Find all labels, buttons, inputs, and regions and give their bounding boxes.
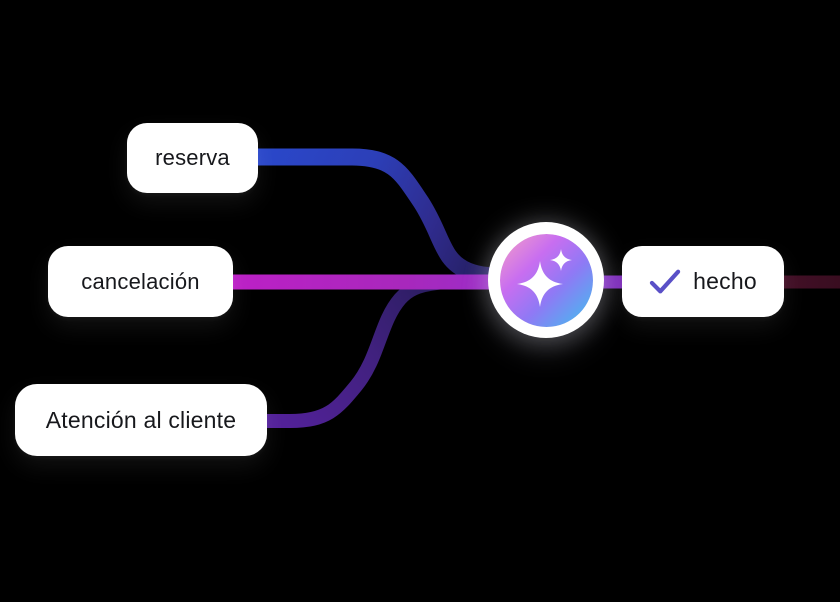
node-reserva[interactable]: reserva	[127, 123, 258, 193]
node-cancelacion[interactable]: cancelación	[48, 246, 233, 317]
ai-processor-button[interactable]	[488, 222, 604, 338]
node-hecho[interactable]: hecho	[622, 246, 784, 317]
sparkles-icon	[499, 233, 593, 327]
check-icon	[649, 269, 681, 293]
node-atencion-label: Atención al cliente	[45, 406, 237, 433]
sparkle-large	[516, 260, 563, 307]
sparkle-small	[549, 248, 572, 271]
node-hecho-label: hecho	[693, 268, 757, 294]
node-reserva-label: reserva	[155, 145, 230, 170]
node-cancelacion-label: cancelación	[81, 268, 200, 294]
node-atencion-al-cliente[interactable]: Atención al cliente	[15, 384, 267, 456]
